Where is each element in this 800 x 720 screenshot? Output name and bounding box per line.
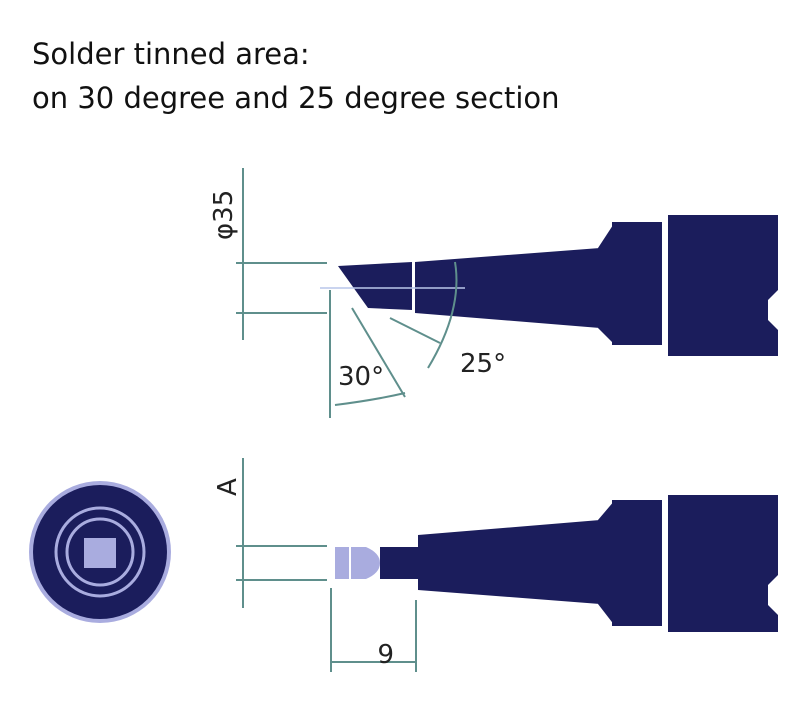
angle-25-label: 25° (460, 349, 506, 379)
length-label: 6 (377, 637, 394, 667)
bottom-tip-band (612, 500, 662, 626)
top-tip-taper (415, 248, 600, 328)
top-tip-band (612, 222, 662, 345)
title-line-1: Solder tinned area: (32, 37, 310, 71)
bottom-tip-shank (668, 495, 778, 632)
tip-end-view (29, 481, 171, 623)
bottom-dimension-lines (236, 458, 417, 672)
title-line-2: on 30 degree and 25 degree section (32, 81, 560, 115)
top-tip-bevel (338, 262, 412, 310)
bottom-tip-taper (418, 520, 600, 604)
diameter-label: φ35 (209, 190, 239, 240)
tinned-area (335, 547, 380, 579)
height-label: A (213, 478, 243, 496)
bottom-tip-collar (598, 500, 615, 626)
top-dimension-lines (236, 168, 458, 418)
angle-30-label: 30° (338, 362, 384, 392)
top-tip-shank (668, 215, 778, 356)
top-tip-collar (598, 222, 615, 345)
bottom-tip-drawing (335, 495, 778, 632)
bottom-tip-neck (380, 547, 420, 579)
top-tip-drawing (320, 215, 778, 356)
